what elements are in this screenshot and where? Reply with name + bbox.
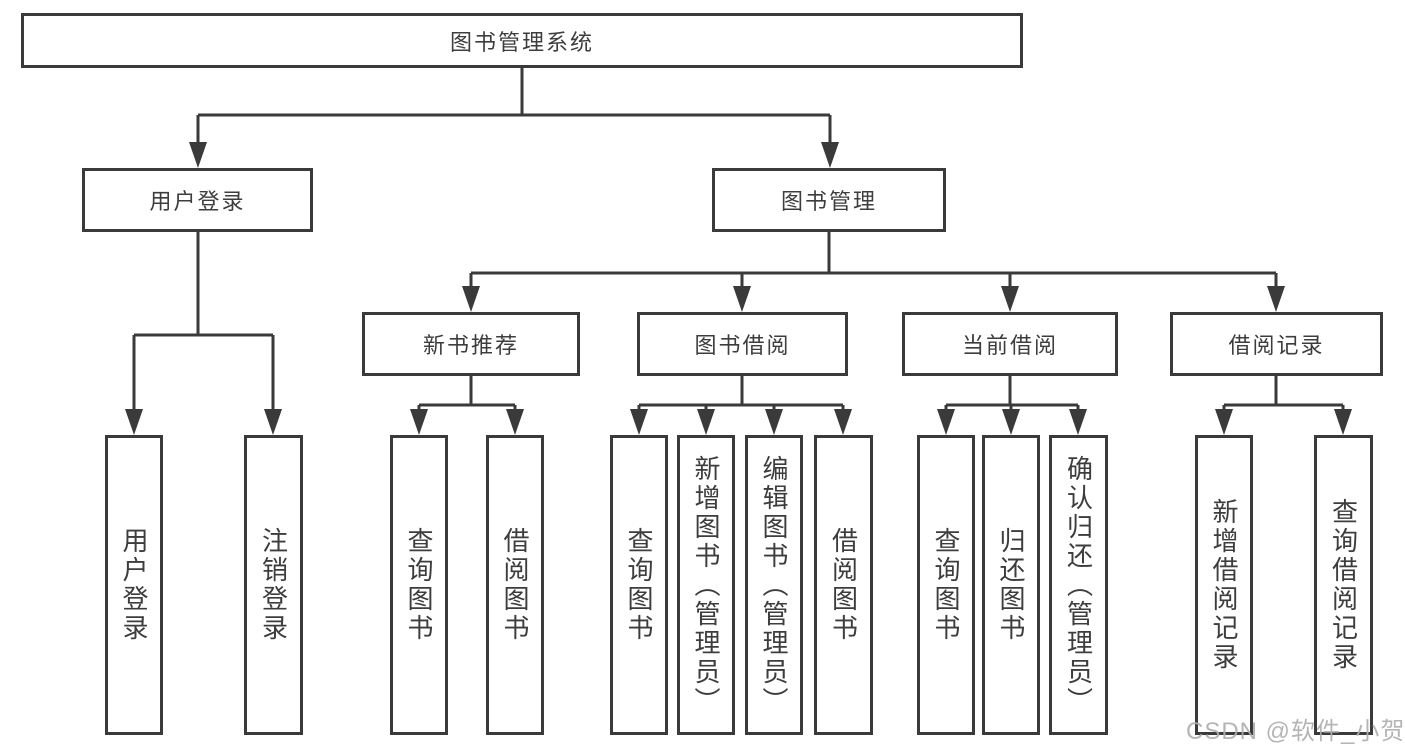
leaf-borrow-books-borrow: 借阅图书 [814,435,873,735]
leaf-label: 注销登录 [258,527,289,643]
leaf-label: 查询借阅记录 [1328,498,1359,672]
node-label: 当前借阅 [961,333,1058,358]
leaf-add-borrow-record: 新增借阅记录 [1195,435,1253,735]
leaf-label: 归还图书 [996,527,1026,643]
leaf-label: 查询图书 [624,527,654,643]
node-library-management-system: 图书管理系统 [21,13,1023,68]
leaf-label: 新增图书（管理员） [691,454,721,716]
leaf-edit-books-admin: 编辑图书（管理员） [745,435,803,735]
node-label: 借阅记录 [1228,333,1325,358]
node-current-borrowing: 当前借阅 [902,312,1118,376]
leaf-user-login: 用户登录 [105,435,163,735]
leaf-borrow-books-recommend: 借阅图书 [486,435,544,735]
leaf-return-books: 归还图书 [982,435,1040,735]
leaf-confirm-return-admin: 确认归还（管理员） [1049,435,1108,735]
node-label: 图书管理系统 [449,29,594,55]
node-new-book-recommendation: 新书推荐 [362,312,580,376]
leaf-query-borrow-record: 查询借阅记录 [1314,435,1373,735]
node-book-management: 图书管理 [712,168,946,232]
node-user-login: 用户登录 [82,168,313,232]
node-label: 用户登录 [149,189,246,214]
leaf-logout-login: 注销登录 [244,435,303,735]
leaf-add-books-admin: 新增图书（管理员） [677,435,735,735]
leaf-query-books-recommend: 查询图书 [390,435,448,735]
leaf-label: 查询图书 [404,527,434,643]
leaf-label: 借阅图书 [828,527,859,643]
leaf-label: 借阅图书 [500,527,530,643]
node-label: 新书推荐 [422,333,519,358]
leaf-label: 新增借阅记录 [1209,498,1239,672]
csdn-watermark: CSDN @软件_小贺同学 [1186,718,1405,745]
leaf-label: 查询图书 [931,527,961,643]
leaf-query-books-borrow: 查询图书 [610,435,668,735]
leaf-label: 编辑图书（管理员） [759,454,789,716]
leaf-label: 确认归还（管理员） [1063,454,1094,716]
node-book-borrowing: 图书借阅 [637,312,848,376]
node-label: 图书管理 [780,189,877,214]
leaf-label: 用户登录 [119,527,149,643]
node-borrowing-records: 借阅记录 [1170,312,1383,376]
node-label: 图书借阅 [694,333,791,358]
leaf-query-books-current: 查询图书 [917,435,975,735]
